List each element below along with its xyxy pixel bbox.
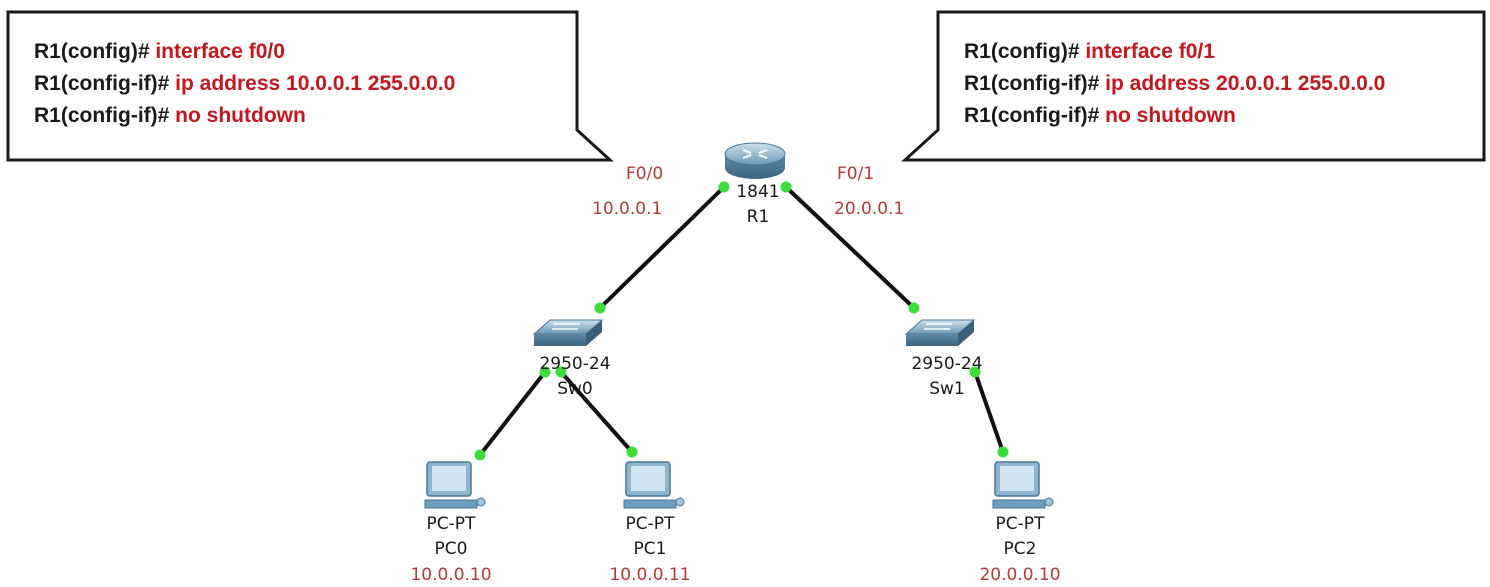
pc-model-label: PC-PT bbox=[625, 514, 675, 534]
ip-label-r1-f0-0: 10.0.0.1 bbox=[592, 199, 663, 219]
switch-name-label: Sw1 bbox=[929, 379, 965, 399]
link-light bbox=[997, 446, 1009, 458]
pc-icon-pc2[interactable] bbox=[992, 461, 1054, 509]
pc-model-label: PC-PT bbox=[426, 514, 476, 534]
switch-icon-sw0[interactable] bbox=[532, 319, 604, 346]
cli-prompt: R1(config)# bbox=[964, 40, 1080, 63]
pc-ip-label: 10.0.0.10 bbox=[410, 565, 492, 585]
callout-line: R1(config-if)# no shutdown bbox=[964, 100, 1385, 132]
link-r1-sw1 bbox=[784, 185, 916, 310]
cli-command: ip address 10.0.0.1 255.0.0.0 bbox=[175, 72, 456, 95]
cli-command: interface f0/0 bbox=[155, 40, 285, 63]
pc-ip-label: 20.0.0.10 bbox=[979, 565, 1061, 585]
switch-icon-sw1[interactable] bbox=[904, 319, 976, 346]
callout-line: R1(config)# interface f0/1 bbox=[964, 36, 1385, 68]
ip-label-r1-f0-1: 20.0.0.1 bbox=[834, 199, 905, 219]
right-callout-box bbox=[901, 10, 1486, 162]
link-light bbox=[594, 302, 606, 314]
pc-model-label: PC-PT bbox=[995, 514, 1045, 534]
callout-line: R1(config-if)# ip address 20.0.0.1 255.0… bbox=[964, 68, 1385, 100]
cli-prompt: R1(config-if)# bbox=[34, 72, 170, 95]
cli-prompt: R1(config-if)# bbox=[34, 104, 170, 127]
router-name-label: R1 bbox=[746, 207, 770, 227]
cli-command: no shutdown bbox=[1105, 104, 1236, 127]
router-model-label: 1841 bbox=[736, 182, 780, 202]
callout-line: R1(config-if)# no shutdown bbox=[34, 100, 455, 132]
link-light bbox=[474, 449, 486, 461]
port-label-f0-1: F0/1 bbox=[837, 164, 875, 184]
link-sw1-pc2 bbox=[973, 371, 1005, 453]
cli-command: no shutdown bbox=[175, 104, 306, 127]
switch-model-label: 2950-24 bbox=[539, 354, 611, 374]
pc-ip-label: 10.0.0.11 bbox=[609, 565, 691, 585]
link-sw0-pc1 bbox=[559, 370, 634, 454]
cli-command: ip address 20.0.0.1 255.0.0.0 bbox=[1105, 72, 1386, 95]
pc-icon-pc1[interactable] bbox=[623, 461, 685, 509]
port-label-f0-0: F0/0 bbox=[626, 164, 664, 184]
switch-model-label: 2950-24 bbox=[911, 354, 983, 374]
switch-name-label: Sw0 bbox=[557, 379, 593, 399]
cli-prompt: R1(config-if)# bbox=[964, 104, 1100, 127]
link-light bbox=[908, 302, 920, 314]
pc-icon-pc0[interactable] bbox=[424, 461, 486, 509]
link-light bbox=[780, 181, 792, 193]
link-light bbox=[969, 366, 981, 378]
link-light bbox=[718, 181, 730, 193]
pc-name-label: PC1 bbox=[633, 539, 667, 559]
left-callout-text: R1(config)# interface f0/0 R1(config-if)… bbox=[34, 36, 455, 132]
pc-name-label: PC0 bbox=[434, 539, 468, 559]
cli-prompt: R1(config)# bbox=[34, 40, 150, 63]
cli-command: interface f0/1 bbox=[1085, 40, 1215, 63]
link-light bbox=[555, 366, 567, 378]
left-callout-box bbox=[6, 10, 614, 162]
router-icon[interactable] bbox=[724, 142, 786, 179]
link-light bbox=[626, 446, 638, 458]
right-callout-text: R1(config)# interface f0/1 R1(config-if)… bbox=[964, 36, 1385, 132]
link-r1-sw0 bbox=[598, 185, 726, 310]
link-light bbox=[539, 366, 551, 378]
callout-line: R1(config)# interface f0/0 bbox=[34, 36, 455, 68]
pc-name-label: PC2 bbox=[1003, 539, 1037, 559]
link-sw0-pc0 bbox=[478, 370, 547, 457]
callout-line: R1(config-if)# ip address 10.0.0.1 255.0… bbox=[34, 68, 455, 100]
cli-prompt: R1(config-if)# bbox=[964, 72, 1100, 95]
